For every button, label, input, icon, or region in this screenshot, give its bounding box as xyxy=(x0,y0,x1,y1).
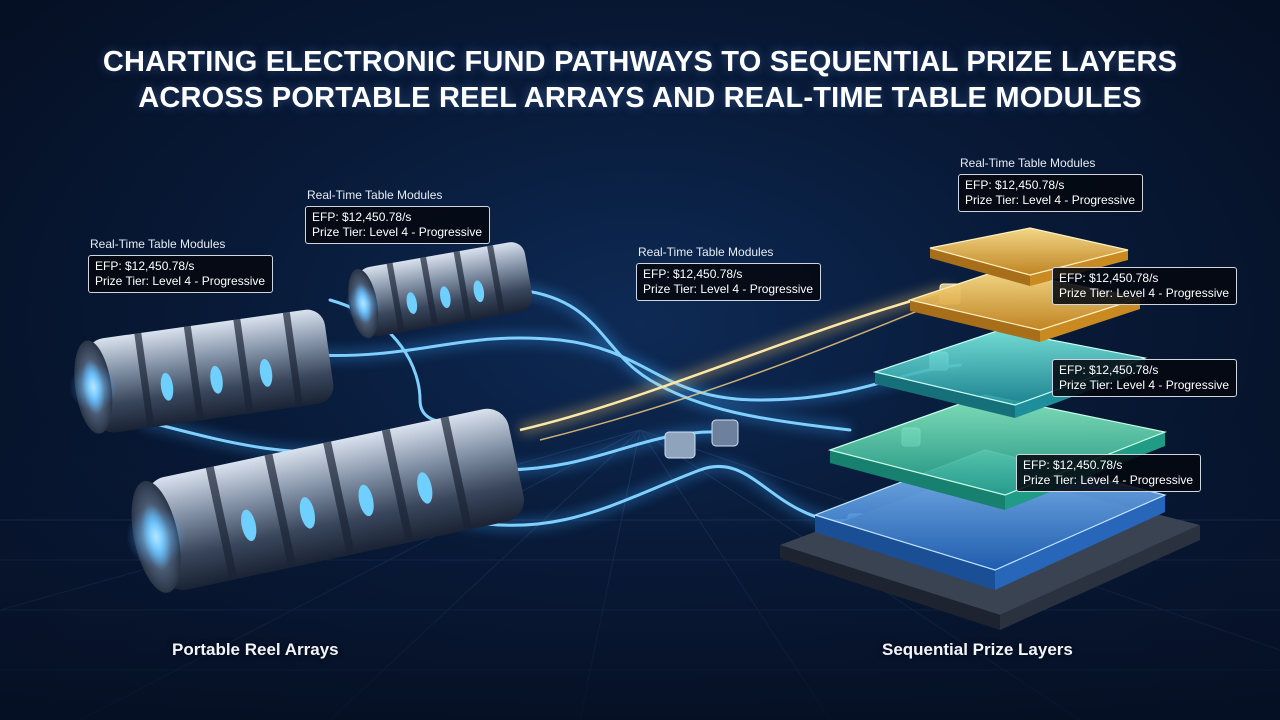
callout-box: EFP: $12,450.78/s Prize Tier: Level 4 - … xyxy=(1016,454,1202,492)
callout-center: Real-Time Table Modules EFP: $12,450.78/… xyxy=(636,245,822,301)
gold-stream xyxy=(518,285,952,441)
callout-efp: EFP: $12,450.78/s xyxy=(1059,271,1159,285)
callout-efp: EFP: $12,450.78/s xyxy=(1023,458,1123,472)
callout-efp: EFP: $12,450.78/s xyxy=(965,178,1065,192)
title-line-2: ACROSS PORTABLE REEL ARRAYS AND REAL-TIM… xyxy=(138,82,1142,114)
reel-array-left xyxy=(69,309,334,434)
callout-tier: Prize Tier: Level 4 - Progressive xyxy=(965,193,1136,207)
callout-heading: Real-Time Table Modules xyxy=(307,188,443,202)
callout-efp: EFP: $12,450.78/s xyxy=(643,267,743,281)
label-sequential-prize-layers: Sequential Prize Layers xyxy=(882,640,1073,659)
callout-gold-layer: EFP: $12,450.78/s Prize Tier: Level 4 - … xyxy=(1052,267,1238,305)
callout-top-reel: Real-Time Table Modules EFP: $12,450.78/… xyxy=(305,188,491,244)
callout-box: EFP: $12,450.78/s Prize Tier: Level 4 - … xyxy=(305,206,491,244)
callout-box: EFP: $12,450.78/s Prize Tier: Level 4 - … xyxy=(1052,359,1238,397)
title-line-1: CHARTING ELECTRONIC FUND PATHWAYS TO SEQ… xyxy=(102,46,1178,78)
callout-box: EFP: $12,450.78/s Prize Tier: Level 4 - … xyxy=(636,263,822,301)
callout-heading: Real-Time Table Modules xyxy=(960,156,1096,170)
callout-tier: Prize Tier: Level 4 - Progressive xyxy=(1059,378,1230,392)
callout-efp: EFP: $12,450.78/s xyxy=(1059,363,1159,377)
callout-efp: EFP: $12,450.78/s xyxy=(312,210,412,224)
callout-left-reel: Real-Time Table Modules EFP: $12,450.78/… xyxy=(88,237,274,293)
pathway-top-reel xyxy=(518,288,852,432)
reel-array-front xyxy=(126,408,525,593)
callout-box: EFP: $12,450.78/s Prize Tier: Level 4 - … xyxy=(1052,267,1238,305)
callout-heading: Real-Time Table Modules xyxy=(638,245,774,259)
callout-tier: Prize Tier: Level 4 - Progressive xyxy=(312,225,483,239)
reel-array-top xyxy=(345,242,533,339)
callout-box: EFP: $12,450.78/s Prize Tier: Level 4 - … xyxy=(88,255,274,293)
prize-layer-gold xyxy=(907,269,1143,342)
callout-tier: Prize Tier: Level 4 - Progressive xyxy=(1023,473,1194,487)
callout-teal-layer: EFP: $12,450.78/s Prize Tier: Level 4 - … xyxy=(1052,359,1238,397)
callout-top-layer: Real-Time Table Modules EFP: $12,450.78/… xyxy=(958,156,1144,212)
callout-efp: EFP: $12,450.78/s xyxy=(95,259,195,273)
label-portable-reel-arrays: Portable Reel Arrays xyxy=(172,640,339,659)
pathway-upper-cross xyxy=(308,336,962,402)
callout-tier: Prize Tier: Level 4 - Progressive xyxy=(643,282,814,296)
callout-heading: Real-Time Table Modules xyxy=(90,237,226,251)
callout-blue-layer: EFP: $12,450.78/s Prize Tier: Level 4 - … xyxy=(1016,454,1202,492)
callout-tier: Prize Tier: Level 4 - Progressive xyxy=(1059,286,1230,300)
page-title: CHARTING ELECTRONIC FUND PATHWAYS TO SEQ… xyxy=(0,44,1280,116)
callout-box: EFP: $12,450.78/s Prize Tier: Level 4 - … xyxy=(958,174,1144,212)
callout-tier: Prize Tier: Level 4 - Progressive xyxy=(95,274,266,288)
